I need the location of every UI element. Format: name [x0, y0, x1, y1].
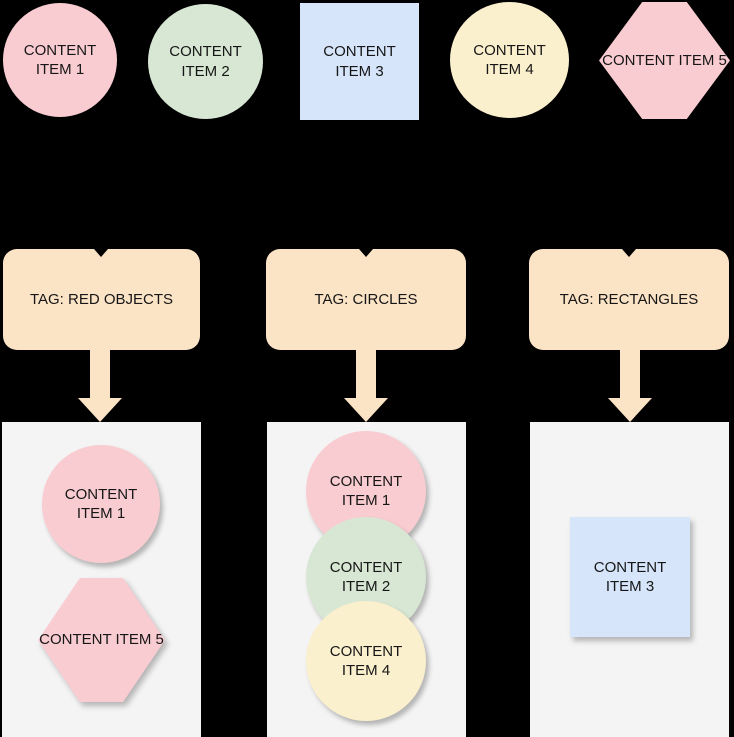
node-label: CONTENT ITEM 1: [64, 485, 138, 522]
down-arrow-icon: [78, 398, 122, 422]
node-label: CONTENT ITEM 3: [593, 558, 667, 595]
tag-label: TAG: CIRCLES: [314, 291, 418, 308]
hexagon-shape: CONTENT ITEM 5: [599, 2, 730, 119]
node-content-item-2: CONTENT ITEM 2: [148, 4, 263, 119]
down-arrow-icon: [356, 350, 376, 398]
edge-arrowhead-icon: [359, 249, 373, 257]
node-content-item-5: CONTENT ITEM 5: [38, 578, 165, 702]
tag-node-red-objects: TAG: RED OBJECTS: [3, 249, 200, 350]
node-label: CONTENT ITEM 5: [602, 51, 727, 69]
node-content-item-4: CONTENT ITEM 4: [306, 601, 426, 721]
node-label: CONTENT ITEM 3: [323, 43, 396, 80]
down-arrow-icon: [90, 350, 110, 398]
node-content-item-3: CONTENT ITEM 3: [570, 517, 690, 637]
node-label: CONTENT ITEM 2: [329, 558, 403, 595]
down-arrow-icon: [344, 398, 388, 422]
down-arrow-icon: [608, 398, 652, 422]
tag-node-circles: TAG: CIRCLES: [266, 249, 466, 350]
tag-label: TAG: RED OBJECTS: [29, 291, 174, 308]
hexagon-shape: CONTENT ITEM 5: [38, 578, 165, 702]
tag-node-rectangles: TAG: RECTANGLES: [529, 249, 729, 350]
node-content-item-1: CONTENT ITEM 1: [3, 3, 117, 117]
node-label: CONTENT ITEM 1: [23, 41, 97, 78]
node-label: CONTENT ITEM 2: [169, 43, 242, 80]
node-label: CONTENT ITEM 4: [473, 41, 546, 78]
tag-label: TAG: RECTANGLES: [559, 291, 699, 308]
node-content-item-3: CONTENT ITEM 3: [300, 3, 419, 120]
node-content-item-1: CONTENT ITEM 1: [42, 445, 160, 563]
node-label: CONTENT ITEM 1: [329, 472, 403, 509]
node-content-item-4: CONTENT ITEM 4: [450, 2, 569, 118]
edge-arrowhead-icon: [94, 249, 108, 257]
node-content-item-5: CONTENT ITEM 5: [599, 2, 730, 119]
edge-arrowhead-icon: [622, 249, 636, 257]
node-label: CONTENT ITEM 4: [329, 642, 403, 679]
down-arrow-icon: [620, 350, 640, 398]
node-label: CONTENT ITEM 5: [39, 631, 164, 649]
